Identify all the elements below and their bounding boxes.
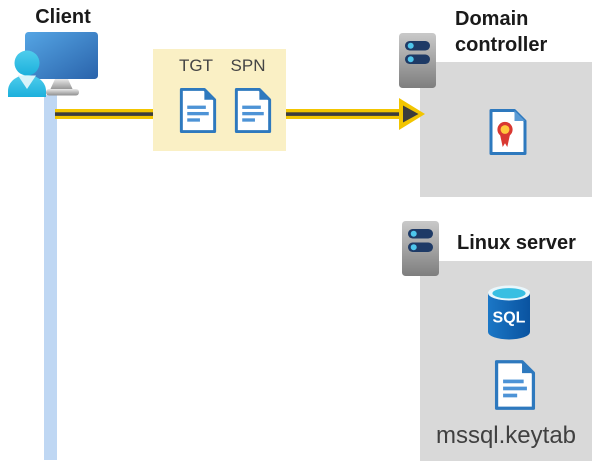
tgt-document-icon <box>178 87 218 134</box>
linux-server-icon <box>401 220 440 277</box>
sql-database-icon: SQL <box>488 285 530 340</box>
sql-icon-text: SQL <box>493 310 526 327</box>
linux-server-label: Linux server <box>457 232 576 254</box>
certificate-icon <box>489 109 527 155</box>
keytab-document-icon <box>493 359 537 411</box>
tgt-label: TGT <box>179 56 213 75</box>
client-timeline-line <box>44 95 57 460</box>
domain-controller-label: Domain controller <box>455 8 548 56</box>
spn-document-icon <box>233 87 273 134</box>
domain-controller-server-icon <box>398 32 437 89</box>
keytab-filename-label: mssql.keytab <box>435 422 577 449</box>
client-label: Client <box>35 6 91 28</box>
ticket-box: TGT SPN <box>153 49 286 151</box>
client-computer-user-icon <box>8 32 98 97</box>
spn-label: SPN <box>230 56 266 75</box>
